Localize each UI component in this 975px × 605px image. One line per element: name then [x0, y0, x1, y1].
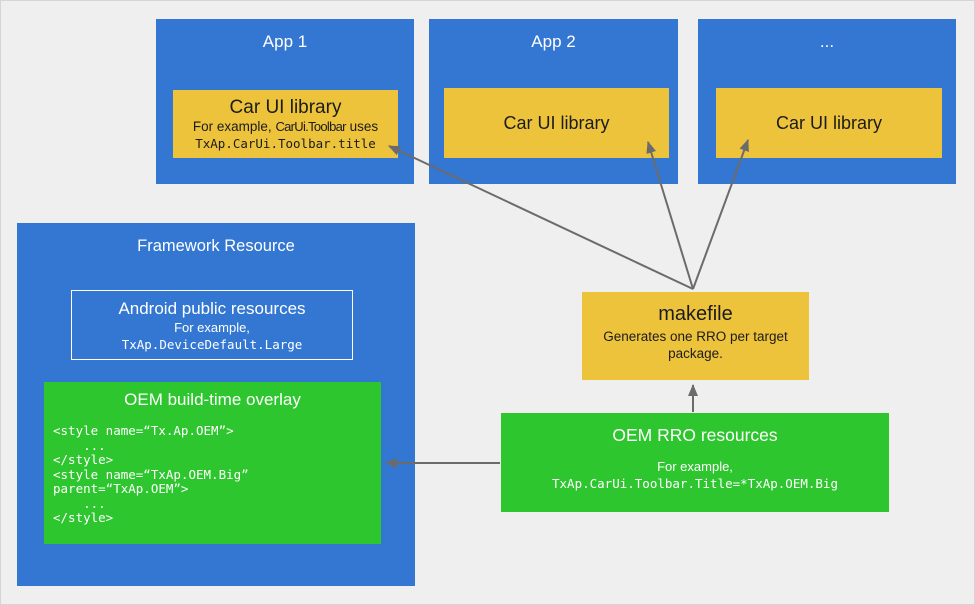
android-public-example-label: For example, [174, 319, 250, 335]
oem-rro-example-code: TxAp.CarUi.Toolbar.Title=*TxAp.OEM.Big [552, 476, 838, 491]
makefile-description: Generates one RRO per target package. [603, 329, 788, 361]
example-resource-name: CarUi.Toolbar [275, 118, 346, 134]
app1-carui-library-box: Car UI library For example, CarUi.Toolba… [173, 90, 398, 158]
oem-rro-resources-title: OEM RRO resources [612, 425, 778, 445]
app2-carui-library-box: Car UI library [444, 88, 669, 158]
app2-title: App 2 [531, 32, 576, 51]
carui-library-title: Car UI library [775, 113, 882, 133]
oem-rro-resources-box: OEM RRO resources For example, TxAp.CarU… [501, 413, 889, 512]
carui-library-title: Car UI library [229, 96, 342, 118]
oem-rro-example-label: For example, [657, 459, 733, 474]
oem-overlay-style-code: <style name=“Tx.Ap.OEM”> ... </style> <s… [53, 423, 249, 525]
app1-box: App 1 Car UI library For example, CarUi.… [156, 19, 414, 184]
android-public-resources-box: Android public resources For example, Tx… [71, 290, 353, 360]
example-suffix: uses [345, 118, 379, 134]
oem-build-time-overlay-box: OEM build-time overlay <style name=“Tx.A… [44, 382, 381, 544]
android-public-resources-title: Android public resources [118, 298, 306, 318]
framework-resource-box: Framework Resource Android public resour… [17, 223, 415, 586]
app2-box: App 2 Car UI library [429, 19, 678, 184]
carui-library-example-line: For example, CarUi.Toolbar uses [193, 119, 378, 135]
oem-build-time-overlay-title: OEM build-time overlay [124, 390, 301, 409]
app-ellipsis-box: ... Car UI library [698, 19, 956, 184]
framework-resource-title: Framework Resource [137, 237, 295, 255]
app-ellipsis-title: ... [819, 32, 835, 51]
carui-library-example-code: TxAp.CarUi.Toolbar.title [195, 135, 376, 151]
example-prefix: For example, [192, 118, 276, 134]
makefile-box: makefile Generates one RRO per target pa… [582, 292, 809, 380]
android-public-example-code: TxAp.DeviceDefault.Large [121, 336, 303, 352]
app1-title: App 1 [262, 32, 308, 51]
carui-library-title: Car UI library [503, 113, 610, 133]
app-ellipsis-carui-library-box: Car UI library [716, 88, 942, 158]
makefile-title: makefile [658, 303, 733, 325]
